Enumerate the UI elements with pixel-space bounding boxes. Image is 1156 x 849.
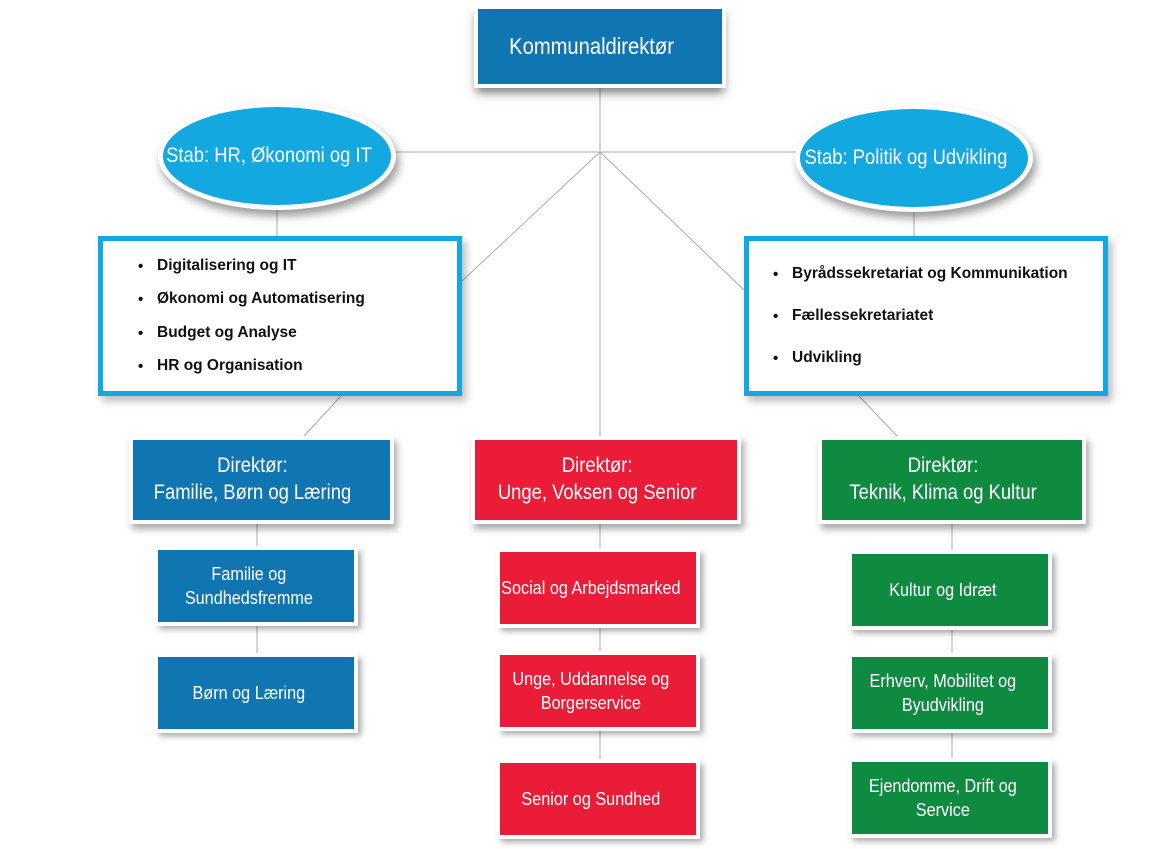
- stab-list-politik-udvikling: Byrådssekretariat og Kommunikation Fælle…: [744, 236, 1108, 396]
- list-item: Digitalisering og IT: [103, 257, 457, 275]
- stab-label: Stab: Politik og Udvikling: [804, 145, 1008, 169]
- director-box-familie-born-laering: Direktør: Familie, Børn og Læring: [129, 436, 394, 524]
- unit-label-line: Kultur og Idræt: [889, 579, 997, 601]
- unit-label-line: Social og Arbejdsmarked: [501, 577, 681, 599]
- unit-box-unge-uddannelse-borgerservice: Unge, Uddannelse og Borgerservice: [496, 651, 700, 731]
- list-item: Byrådssekretariat og Kommunikation: [749, 265, 1103, 283]
- stab-ellipse-politik-udvikling: Stab: Politik og Udvikling: [795, 104, 1033, 212]
- director-area: Familie, Børn og Læring: [153, 481, 352, 504]
- unit-box-born-laering: Børn og Læring: [154, 653, 358, 733]
- stab-label: Stab: HR, Økonomi og IT: [166, 143, 372, 167]
- list-item: HR og Organisation: [103, 357, 457, 375]
- list-item: Fællessekretariatet: [749, 307, 1103, 325]
- stab-list-hr-okonomi-it: Digitalisering og IT Økonomi og Automati…: [98, 236, 462, 396]
- director-box-teknik-klima-kultur: Direktør: Teknik, Klima og Kultur: [818, 436, 1086, 524]
- list-item: Budget og Analyse: [103, 324, 457, 342]
- director-title: Direktør:: [561, 454, 633, 478]
- unit-label-line: Børn og Læring: [192, 682, 306, 704]
- bullet-list: Byrådssekretariat og Kommunikation Fælle…: [749, 241, 1103, 391]
- unit-label-line: Ejendomme, Drift og: [869, 775, 1018, 797]
- unit-box-social-arbejdsmarked: Social og Arbejdsmarked: [496, 548, 700, 628]
- director-title: Direktør:: [217, 454, 288, 478]
- unit-label-line: Unge, Uddannelse og: [512, 668, 670, 690]
- unit-label-line: Service: [916, 799, 971, 820]
- unit-box-ejendomme-drift-service: Ejendomme, Drift og Service: [848, 758, 1052, 838]
- director-area: Teknik, Klima og Kultur: [849, 481, 1037, 504]
- unit-label-line: Familie og: [211, 563, 287, 585]
- unit-label-line: Senior og Sundhed: [521, 788, 661, 810]
- bullet-list: Digitalisering og IT Økonomi og Automati…: [103, 241, 457, 391]
- unit-box-familie-sundhedsfremme: Familie og Sundhedsfremme: [154, 546, 358, 626]
- unit-label-line: Byudvikling: [902, 694, 985, 715]
- list-item: Økonomi og Automatisering: [103, 290, 457, 308]
- director-box-unge-voksen-senior: Direktør: Unge, Voksen og Senior: [471, 436, 741, 524]
- unit-label-line: Borgerservice: [541, 692, 642, 713]
- unit-box-senior-sundhed: Senior og Sundhed: [496, 759, 700, 839]
- director-title: Direktør:: [907, 454, 979, 478]
- root-box-kommunaldirektor: Kommunaldirektør: [474, 5, 726, 88]
- list-item: Udvikling: [749, 349, 1103, 367]
- unit-box-kultur-idraet: Kultur og Idræt: [848, 550, 1052, 630]
- unit-label-line: Erhverv, Mobilitet og: [869, 670, 1017, 692]
- unit-box-erhverv-mobilitet-byudvikling: Erhverv, Mobilitet og Byudvikling: [848, 653, 1052, 733]
- unit-label-line: Sundhedsfremme: [185, 587, 314, 608]
- director-area: Unge, Voksen og Senior: [497, 481, 697, 504]
- root-label: Kommunaldirektør: [509, 32, 674, 59]
- stab-ellipse-hr-okonomi-it: Stab: HR, Økonomi og IT: [158, 102, 396, 210]
